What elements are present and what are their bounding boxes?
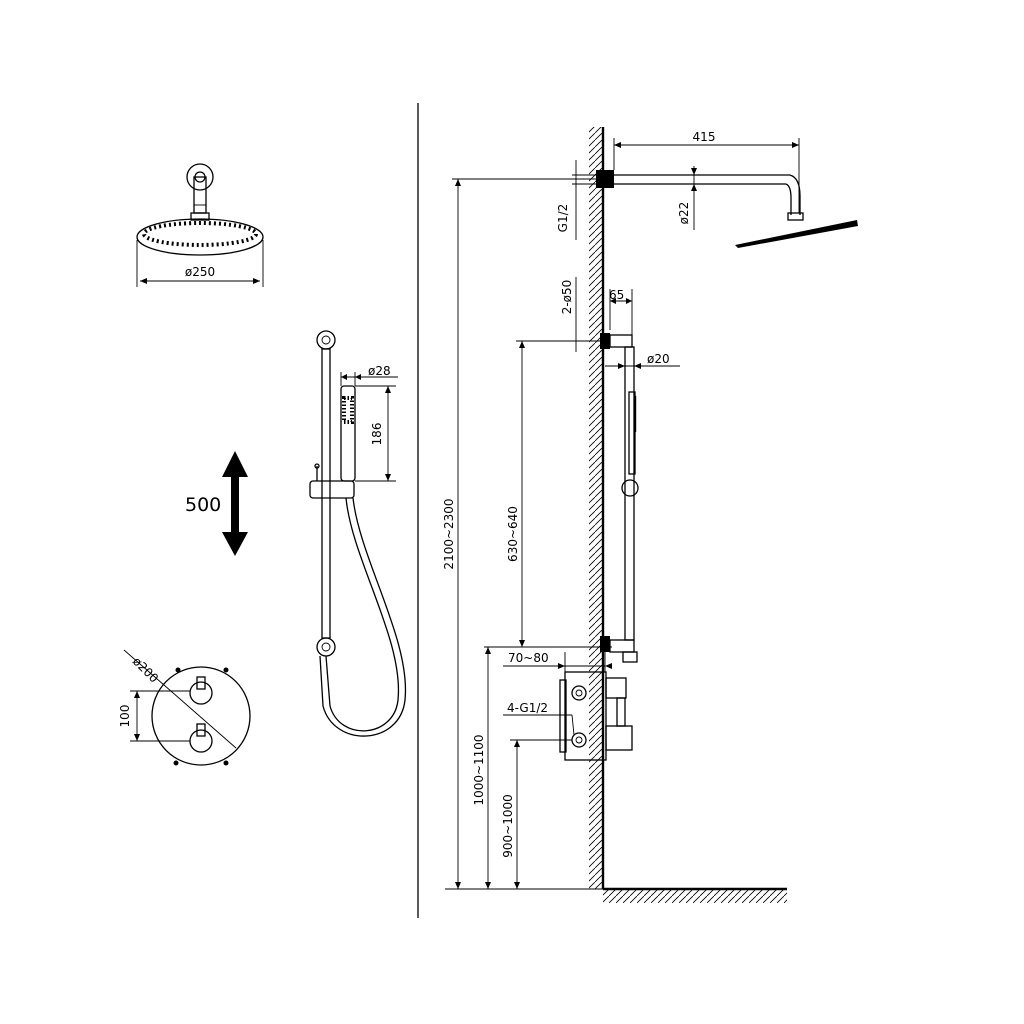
showerhead-nozzles-icon xyxy=(142,221,258,247)
valve-height-upper-label: 1000~1100 xyxy=(472,734,486,805)
slide-travel-label: 500 xyxy=(185,494,221,516)
shower-hose xyxy=(325,497,400,732)
shower-arm-side-view: 415 G1/2 ø22 xyxy=(556,130,858,248)
valve-plate-front-view: ø200 100 xyxy=(118,649,251,766)
handshower xyxy=(340,385,356,482)
valve-depth-label: 70~80 xyxy=(508,651,549,665)
showerhead-diameter-label: ø250 xyxy=(185,265,215,279)
slide-travel-indicator: 500 xyxy=(185,451,248,556)
wall-thread-label: G1/2 xyxy=(556,204,570,233)
slider-holder xyxy=(309,480,355,499)
valve-height-lower-label: 900~1000 xyxy=(501,794,515,858)
valve-box-side-view: 70~80 4-G1/2 xyxy=(484,646,633,761)
valve-inlets-label: 4-G1/2 xyxy=(507,701,548,715)
bracket-holes-label: 2-ø50 xyxy=(560,280,574,315)
bracket-offset-label: 65 xyxy=(609,288,624,302)
height-dimensions: 2100~2300 630~640 1000~1100 900~1000 xyxy=(442,178,603,890)
rail-tube-diameter-label: ø20 xyxy=(647,352,670,366)
wall-section xyxy=(589,127,603,889)
rail-spacing-label: 630~640 xyxy=(506,506,520,562)
valve-spacing-label: 100 xyxy=(118,705,132,728)
floor-section xyxy=(603,889,787,903)
slide-rail-front-view: ø28 186 xyxy=(309,330,407,737)
arm-tube-diameter-label: ø22 xyxy=(677,202,691,225)
slide-rail-side-view: 65 2-ø50 ø20 xyxy=(560,277,680,663)
handshower-diameter-label: ø28 xyxy=(368,364,391,378)
arm-projection-label: 415 xyxy=(693,130,716,144)
handshower-side xyxy=(628,391,636,475)
double-arrow-vertical-icon xyxy=(222,451,248,556)
valve-plate-diameter-label: ø200 xyxy=(130,654,161,685)
overall-height-label: 2100~2300 xyxy=(442,498,456,569)
showerhead-side xyxy=(735,220,858,248)
handshower-length-label: 186 xyxy=(370,423,384,446)
showerhead-top-view: ø250 xyxy=(136,163,264,287)
